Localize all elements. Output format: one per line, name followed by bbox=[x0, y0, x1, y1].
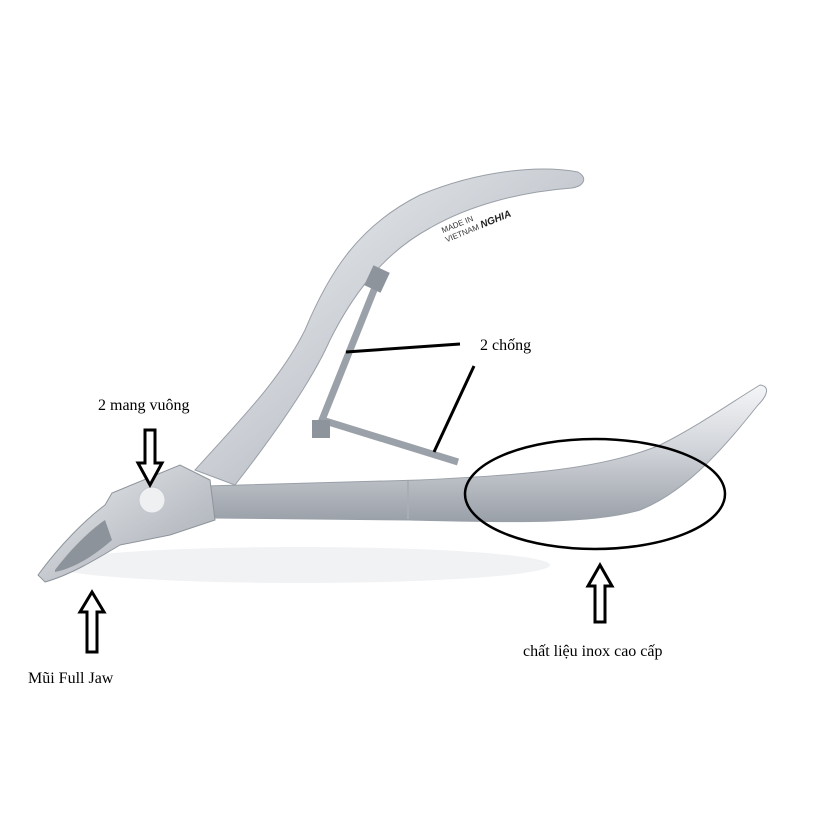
spring-pin-bottom bbox=[312, 420, 330, 438]
label-material: chất liệu inox cao cấp bbox=[523, 643, 663, 660]
pointer-line-spring-bottom bbox=[432, 365, 476, 453]
upper-handle bbox=[194, 168, 585, 486]
pointer-line-spring-top bbox=[345, 342, 461, 354]
label-tip: Mũi Full Jaw bbox=[28, 670, 114, 687]
arrow-down-icon bbox=[135, 428, 165, 489]
label-square-joint: 2 mang vuông bbox=[98, 397, 190, 414]
spring-pin-top bbox=[364, 265, 390, 293]
arrow-up-icon bbox=[585, 561, 615, 624]
material-highlight-ellipse bbox=[463, 437, 727, 551]
svg-text:NGHIA: NGHIA bbox=[479, 209, 513, 231]
arrow-up-icon bbox=[77, 589, 107, 654]
jaw-opening bbox=[55, 520, 112, 572]
shadow bbox=[50, 547, 550, 583]
label-springs: 2 chống bbox=[480, 337, 532, 354]
lower-handle bbox=[204, 384, 767, 523]
joint-rivet bbox=[138, 486, 166, 514]
